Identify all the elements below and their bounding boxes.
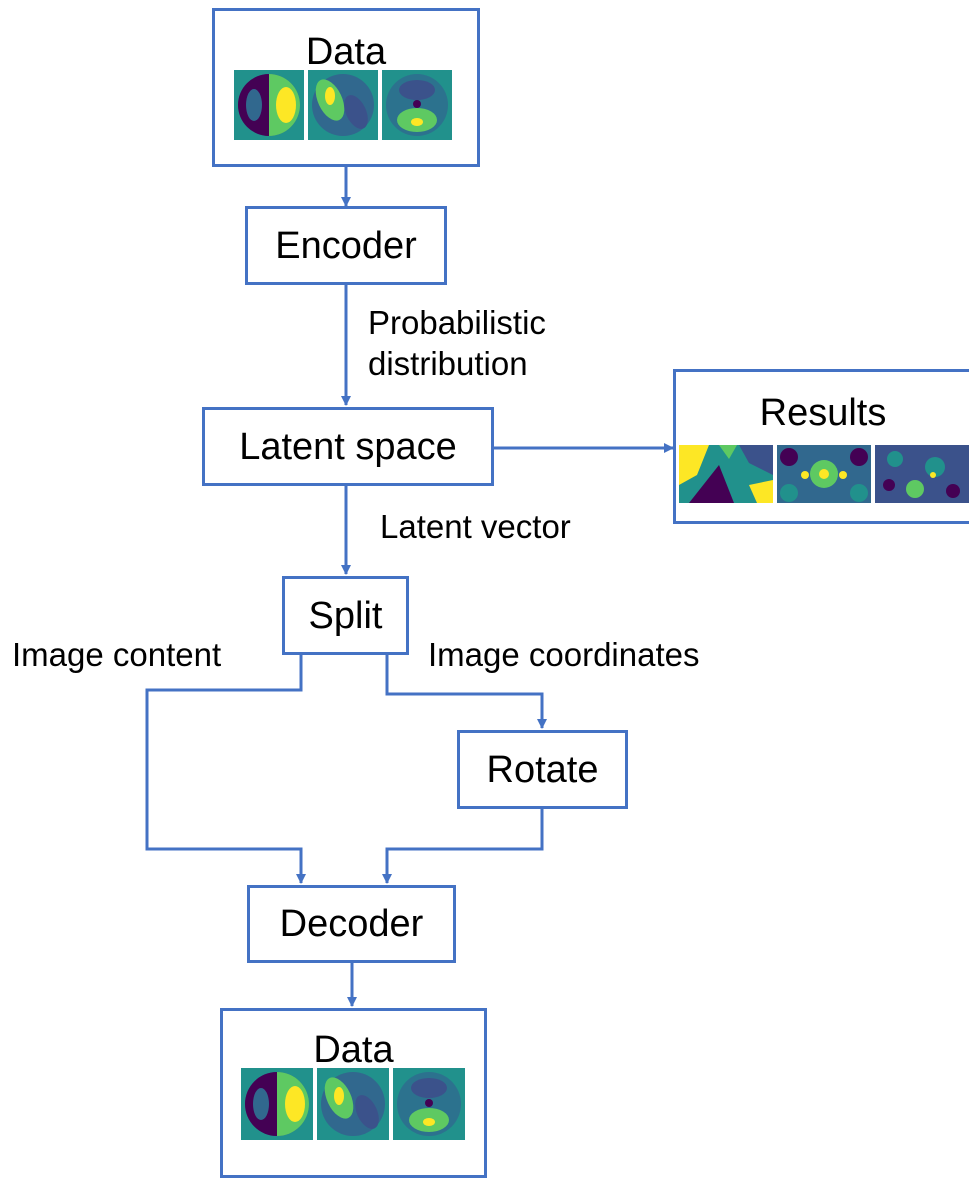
result-heatmap-1 [679,445,773,503]
decoder-node: Decoder [247,885,456,963]
latent-space-node: Latent space [202,407,494,486]
probabilistic-distribution-label: Probabilistic distribution [368,302,546,385]
output-heatmap-3 [393,1068,465,1140]
data-output-node: Data [220,1008,487,1178]
split-node: Split [282,576,409,655]
rotate-node: Rotate [457,730,628,809]
arrow-split-to-rotate [385,655,547,729]
latent-vector-label: Latent vector [380,508,571,545]
data-input-node: Data [212,8,480,167]
output-heatmap-1 [241,1068,313,1140]
input-heatmap-1 [234,70,304,140]
encoder-node: Encoder [245,206,447,285]
data-input-label: Data [305,31,387,73]
arrow-split-to-decoder-content [145,655,306,884]
output-heatmap-2 [317,1068,389,1140]
arrow-rotate-to-decoder [382,808,544,884]
encoder-label: Encoder [275,224,417,267]
result-heatmap-2 [777,445,871,503]
input-heatmap-3 [382,70,452,140]
split-label: Split [308,594,383,637]
image-content-label: Image content [12,636,222,673]
input-heatmap-2 [308,70,378,140]
rotate-label: Rotate [486,748,599,791]
decoder-label: Decoder [279,903,424,945]
results-label: Results [759,392,887,434]
image-coordinates-label: Image coordinates [428,636,700,673]
prob-line-2: distribution [368,345,528,383]
result-heatmap-3 [875,445,969,503]
prob-line-1: Probabilistic [368,304,546,341]
data-output-label: Data [313,1029,394,1071]
latent-space-label: Latent space [239,425,457,468]
results-node: Results [673,369,969,524]
